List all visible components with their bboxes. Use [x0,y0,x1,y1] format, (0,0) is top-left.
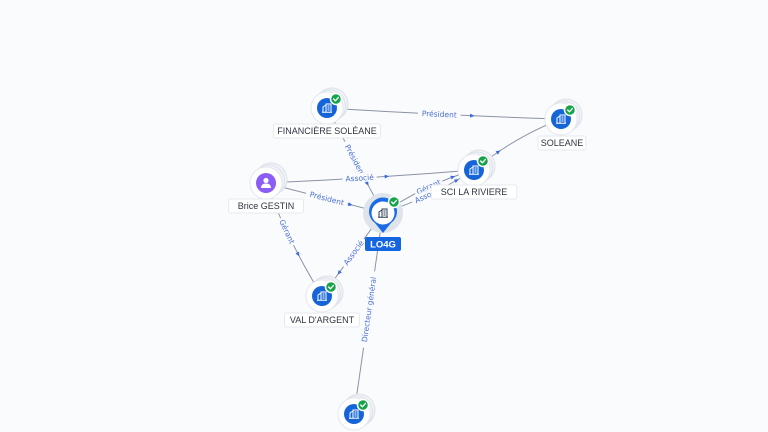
verified-check-icon [329,92,343,106]
edge-arrow-icon [469,113,475,118]
node-label-text: Brice GESTIN [238,201,295,211]
building-icon [469,165,479,175]
edge-label-lo4g-bottom: Directeur général [358,270,379,349]
main-node-label: LO4G [370,240,396,251]
node-brice[interactable]: Brice GESTIN [228,162,304,214]
edge-label-brice-lo4g: Président [305,188,349,208]
verified-check-icon [387,195,401,209]
edge-label-text: Directeur général [360,276,378,342]
verified-check-icon [356,398,370,412]
edge-label-text: Président [422,109,457,120]
node-financiere[interactable]: FINANCIÈRE SOLÉANE [272,87,382,139]
node-label-text: SCI LA RIVIERE [441,187,508,197]
edge-arrow-icon [450,175,456,180]
edge-label-brice-sci: Associé [342,172,377,184]
node-valdargent[interactable]: VAL D'ARGENT [284,275,360,328]
edge-label-text: Associé [345,173,374,184]
main-node-label-box [365,237,401,251]
edge-labels-layer: PrésidentPrésidentAssociéPrésidentGérant… [276,108,461,349]
node-label-text: FINANCIÈRE SOLÉANE [277,126,377,136]
edge-arrow-icon [453,179,459,184]
main-node-lo4g[interactable]: LO4G [363,193,403,251]
building-icon [322,103,332,113]
node-label-valdargent: VAL D'ARGENT [284,312,360,328]
node-label-brice: Brice GESTIN [228,198,304,214]
node-label-text: SOLEANE [541,138,584,148]
edge-label-text: Président [309,190,345,207]
edge-label-fin-sol: Président [417,108,461,120]
edge-arrow-icon [364,180,369,186]
edge-arrow-icon [347,202,353,207]
edge-label-lo4g-val: Associé [339,236,368,269]
person-icon [261,177,271,188]
node-sci[interactable]: SCI LA RIVIERE [430,149,518,200]
edge-label-brice-val: Gérant [276,216,298,247]
verified-check-icon [476,154,490,168]
building-icon [349,409,359,419]
edge-arrow-icon [384,174,390,179]
verified-check-icon [324,280,338,294]
node-label-text: VAL D'ARGENT [290,315,355,325]
node-soleane[interactable]: SOLEANE [537,98,587,151]
edges-layer [265,107,562,415]
nodes-layer: FINANCIÈRE SOLÉANE SOLEANE Brice GESTIN SCI… [228,87,587,431]
node-bottom[interactable] [337,393,376,431]
edge-arrow-icon [495,150,501,155]
verified-check-icon [563,103,577,117]
edge-label-text: Associé [342,238,366,266]
edge-arrow-icon [337,269,342,275]
building-icon [378,208,388,218]
building-icon [556,114,566,124]
node-label-financiere: FINANCIÈRE SOLÉANE [272,123,382,139]
node-label-soleane: SOLEANE [537,135,587,151]
main-pin-inner [371,201,395,225]
edge-label-text: Gérant [277,218,296,245]
edge-arrow-icon [295,251,300,257]
building-icon [317,291,327,301]
node-label-sci: SCI LA RIVIERE [430,184,518,200]
